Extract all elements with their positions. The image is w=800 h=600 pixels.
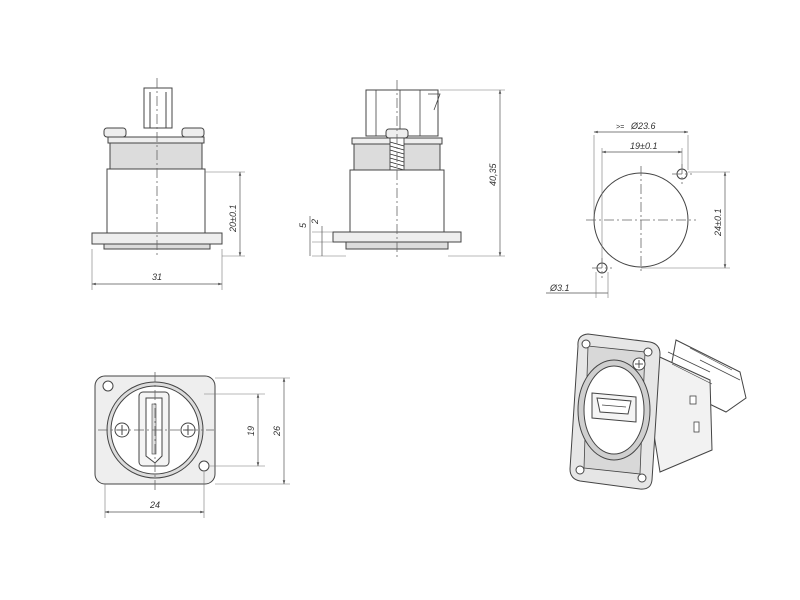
isometric-product-view bbox=[569, 333, 747, 490]
face-flange-width-dimension: 24 bbox=[149, 500, 160, 510]
side-view-latch bbox=[365, 89, 439, 137]
front-elevation-view: 31 20±0.1 bbox=[91, 78, 245, 290]
iso-hole-top-right bbox=[643, 347, 653, 357]
iso-hdmi-port bbox=[591, 392, 637, 423]
face-hdmi-port bbox=[138, 391, 170, 467]
iso-hole-top-left bbox=[581, 339, 591, 349]
side-offset-2-dimension: 2 bbox=[310, 219, 320, 225]
front-view-nut bbox=[109, 142, 203, 170]
iso-hole-bottom-left bbox=[575, 465, 585, 475]
cutout-diameter-prefix: >= bbox=[616, 124, 624, 131]
cutout-diameter-dimension: Ø23.6 bbox=[630, 121, 656, 131]
cutout-hole-spacing-dimension: 19±0.1 bbox=[630, 141, 657, 151]
side-elevation-view: 40,35 5 2 bbox=[298, 80, 505, 258]
face-mount-hole-bottom-right bbox=[198, 460, 210, 472]
front-width-dimension: 31 bbox=[152, 272, 162, 282]
panel-cutout-view: >= Ø23.6 19±0.1 24±0.1 Ø3.1 bbox=[546, 121, 730, 298]
front-view-body bbox=[106, 168, 206, 234]
front-height-dimension: 20±0.1 bbox=[228, 205, 238, 233]
iso-hole-bottom-right bbox=[637, 473, 647, 483]
face-vertical-spacing-dimension: 19 bbox=[246, 426, 256, 436]
iso-screw bbox=[632, 357, 646, 371]
face-flange-height-dimension: 26 bbox=[272, 426, 282, 437]
face-mount-hole-top-left bbox=[102, 380, 114, 392]
side-total-height-dimension: 40,35 bbox=[488, 162, 498, 186]
front-view-screw-head-right bbox=[181, 127, 205, 138]
side-offset-5-dimension: 5 bbox=[298, 222, 308, 228]
front-view-collar bbox=[107, 136, 205, 144]
cutout-hole-diameter-dimension: Ø3.1 bbox=[549, 283, 570, 293]
cutout-height-dimension: 24±0.1 bbox=[713, 209, 723, 237]
front-face-view: 19 26 24 bbox=[94, 372, 290, 518]
front-view-screw-head-left bbox=[103, 127, 127, 138]
front-view-stem bbox=[143, 87, 173, 129]
